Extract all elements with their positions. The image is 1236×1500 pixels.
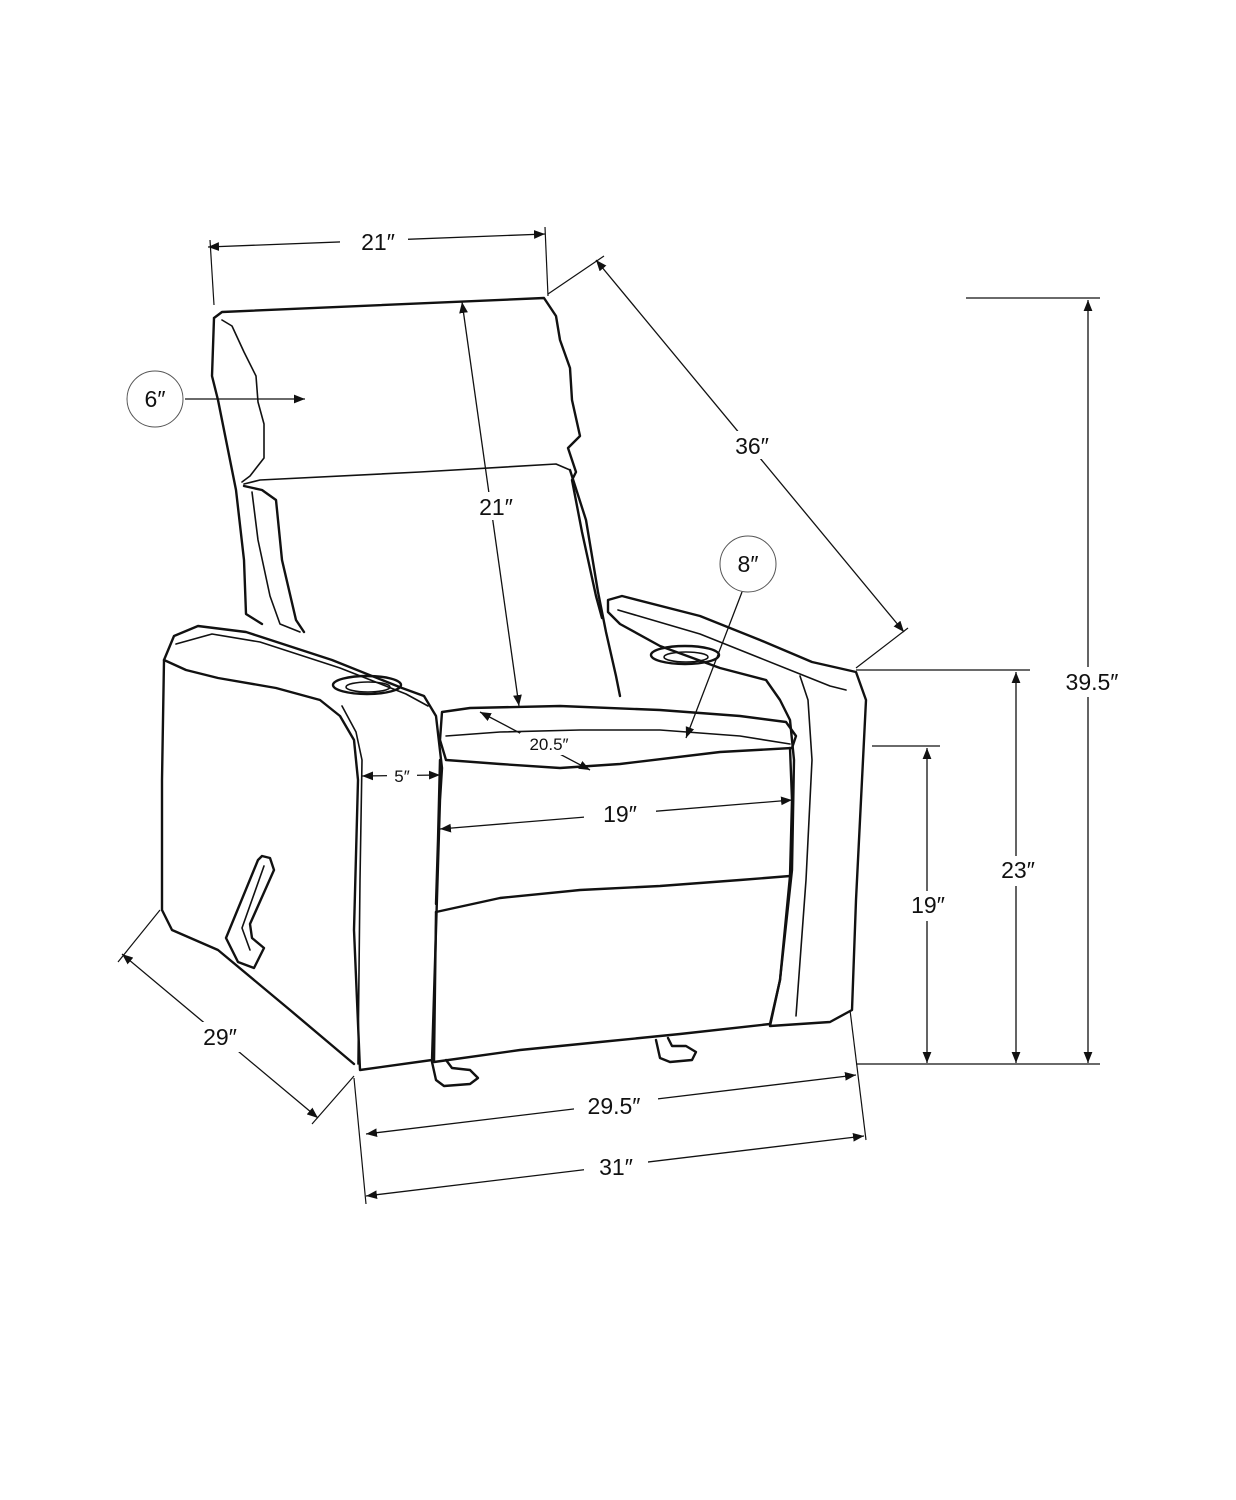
back-cushion-side xyxy=(251,491,301,633)
right-cup-holder xyxy=(649,644,721,666)
left-cup-holder xyxy=(331,674,403,696)
label-overall-width: 31″ xyxy=(599,1154,633,1180)
right-arm-top-seam xyxy=(617,609,847,691)
label-seat-width: 19″ xyxy=(603,801,637,827)
left-cup-holder-inner xyxy=(345,681,391,693)
dimension-labels: 21″ 6″ 21″ 36″ 8″ 20.5″ 5″ 19″ 19″ 23″ 3… xyxy=(126,226,1130,1182)
label-cushion: 8″ xyxy=(738,551,759,577)
recline-handle xyxy=(224,854,276,970)
right-cup-holder-inner xyxy=(663,651,709,663)
dim-cushion-leader xyxy=(685,591,743,739)
seat-front-top xyxy=(445,729,791,745)
footrest xyxy=(432,874,792,1064)
left-arm-seam xyxy=(341,705,363,1065)
chair-illustration xyxy=(160,296,868,1088)
label-seat-height: 19″ xyxy=(911,892,945,918)
back-cushion xyxy=(242,468,622,698)
label-back-depth: 6″ xyxy=(145,386,166,412)
label-overall-depth: 29″ xyxy=(203,1024,237,1050)
label-back-diagonal: 36″ xyxy=(735,433,769,459)
bubble-back-depth xyxy=(126,370,184,428)
label-seat-depth: 20.5″ xyxy=(529,735,568,754)
label-overall-height: 39.5″ xyxy=(1066,669,1119,695)
left-arm-top-seam xyxy=(175,633,429,707)
bubble-cushion xyxy=(719,535,777,593)
label-base-width: 29.5″ xyxy=(588,1093,641,1119)
label-arm-height: 23″ xyxy=(1001,857,1035,883)
dimension-lines xyxy=(117,226,1100,1205)
label-arm-width: 5″ xyxy=(394,767,409,786)
recline-handle-inner xyxy=(241,865,265,951)
back-frame xyxy=(210,296,604,626)
left-foot xyxy=(430,1058,480,1088)
label-back-width: 21″ xyxy=(361,229,395,255)
seat-front-seam xyxy=(434,874,792,914)
back-frame-inner xyxy=(221,319,265,483)
right-foot xyxy=(654,1036,698,1064)
headrest-seam xyxy=(243,463,571,485)
label-back-height: 21″ xyxy=(479,494,513,520)
right-arm-front-seam xyxy=(795,675,813,1017)
